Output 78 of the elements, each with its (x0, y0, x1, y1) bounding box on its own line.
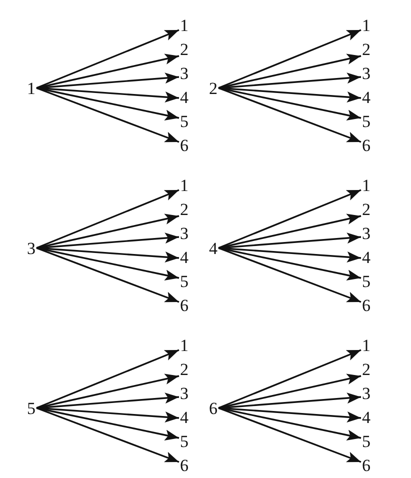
outcome-number: 4 (180, 88, 188, 106)
outcome-number: 1 (362, 16, 370, 34)
outcome-number: 2 (362, 40, 370, 58)
arrow (218, 392, 362, 409)
outcome-number: 4 (180, 248, 188, 266)
outcome-number: 6 (362, 296, 370, 314)
arrow (218, 189, 362, 249)
outcome-number: 2 (180, 360, 188, 378)
arrow (36, 407, 180, 440)
outcome-number: 1 (180, 16, 188, 34)
arrow (36, 214, 180, 249)
outcome-number: 3 (180, 224, 188, 242)
outcome-number: 2 (362, 360, 370, 378)
arrow (36, 87, 180, 102)
arrow (36, 349, 180, 409)
outcome-number: 5 (180, 432, 188, 450)
arrow (218, 247, 362, 280)
arrow (218, 374, 362, 409)
arrow (36, 72, 180, 89)
outcome-number: 4 (362, 408, 370, 426)
arrow (36, 247, 180, 280)
arrow (218, 54, 362, 89)
outcome-number: 3 (362, 224, 370, 242)
outcome-number: 5 (362, 432, 370, 450)
arrow (218, 349, 362, 409)
arrow (36, 29, 180, 89)
arrow (218, 29, 362, 89)
arrow (36, 87, 180, 143)
outcome-number: 3 (180, 64, 188, 82)
outcome-number: 3 (362, 64, 370, 82)
outcome-number: 3 (362, 384, 370, 402)
arrow (36, 54, 180, 89)
outcome-number: 4 (362, 88, 370, 106)
outcome-number: 1 (362, 336, 370, 354)
arrow (36, 189, 180, 249)
arrow (218, 247, 362, 303)
arrow (36, 247, 180, 262)
outcome-number: 6 (180, 136, 188, 154)
outcome-number: 6 (180, 296, 188, 314)
arrow (218, 247, 362, 262)
start-number: 1 (27, 80, 36, 96)
arrow (218, 87, 362, 120)
outcome-number: 6 (362, 136, 370, 154)
outcome-number: 5 (180, 272, 188, 290)
arrow (218, 407, 362, 463)
arrow (218, 232, 362, 249)
outcome-number: 1 (180, 176, 188, 194)
arrow (36, 407, 180, 463)
outcome-number: 2 (180, 200, 188, 218)
outcome-number: 5 (362, 272, 370, 290)
outcome-number: 4 (180, 408, 188, 426)
start-number: 5 (27, 400, 36, 416)
arrow (36, 374, 180, 409)
outcome-number: 2 (180, 40, 188, 58)
outcome-number: 5 (362, 112, 370, 130)
arrow (218, 87, 362, 102)
start-number: 2 (209, 80, 218, 96)
arrow (36, 247, 180, 303)
outcome-number: 3 (180, 384, 188, 402)
outcome-number: 6 (362, 456, 370, 474)
arrow (218, 407, 362, 422)
outcome-number: 1 (362, 176, 370, 194)
arrow (36, 87, 180, 120)
start-number: 6 (209, 400, 218, 416)
arrow (218, 72, 362, 89)
arrow (218, 214, 362, 249)
arrow (36, 392, 180, 409)
outcome-number: 5 (180, 112, 188, 130)
arrow (218, 407, 362, 440)
arrow (218, 87, 362, 143)
arrow (36, 232, 180, 249)
outcome-number: 6 (180, 456, 188, 474)
outcome-number: 4 (362, 248, 370, 266)
start-number: 4 (209, 240, 218, 256)
arrow (36, 407, 180, 422)
start-number: 3 (27, 240, 36, 256)
outcome-number: 2 (362, 200, 370, 218)
outcome-number: 1 (180, 336, 188, 354)
